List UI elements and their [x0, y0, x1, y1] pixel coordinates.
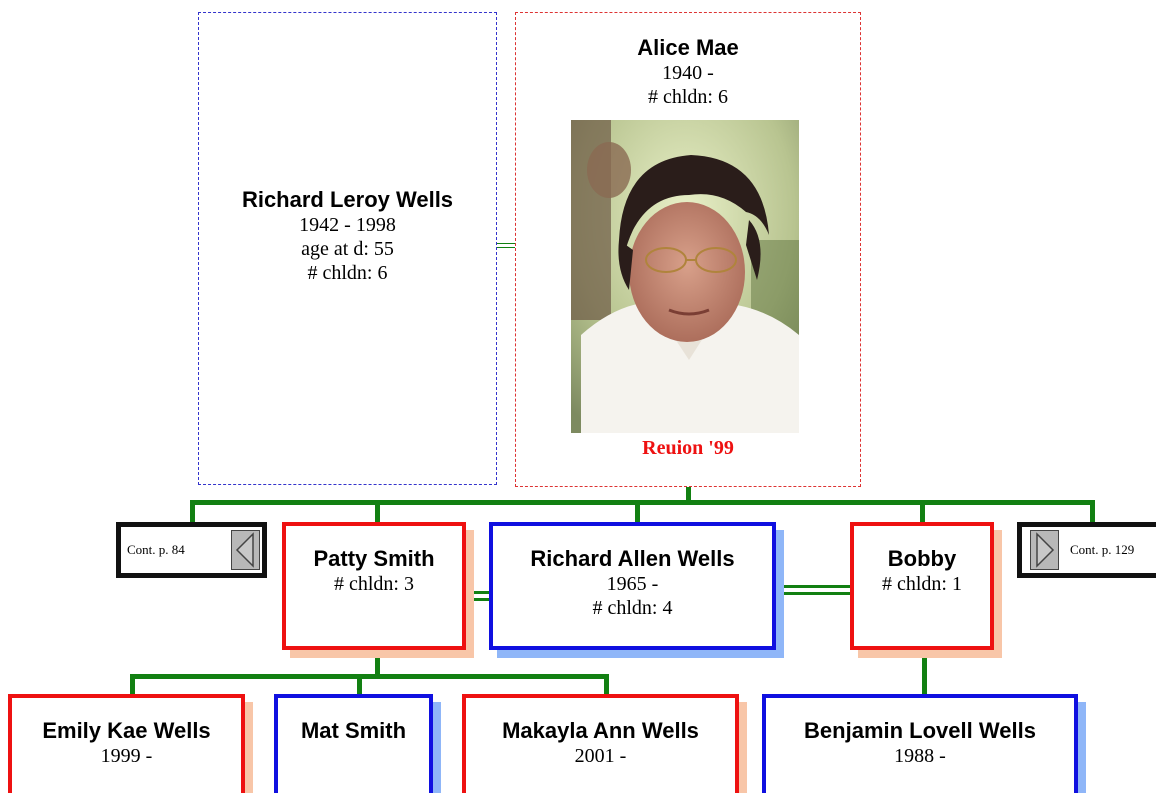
bobby-drop-line — [922, 658, 927, 696]
marriage-connector-richard-bobby — [776, 585, 852, 595]
father-box[interactable]: Richard Leroy Wells 1942 - 1998 age at d… — [198, 12, 497, 485]
parents-drop-line — [686, 487, 691, 504]
continue-left-button[interactable]: Cont. p. 84 — [116, 522, 267, 578]
left-arrow-icon[interactable] — [231, 530, 260, 570]
drop-bobby — [920, 500, 925, 524]
father-children: # chldn: 6 — [307, 262, 388, 284]
grandchild-name: Emily Kae Wells — [42, 718, 211, 743]
drop-left-cont — [190, 500, 195, 524]
child-info: # chldn: 4 — [592, 597, 673, 619]
drop-emily — [130, 674, 135, 696]
child-name: Bobby — [887, 546, 957, 571]
grandchild-name: Benjamin Lovell Wells — [804, 718, 1036, 743]
photo-caption: Reuion '99 — [642, 437, 734, 459]
marriage-connector-patty-richard — [467, 591, 491, 601]
child-box-bobby[interactable]: Bobby # chldn: 1 — [850, 522, 994, 650]
child-info: # chldn: 3 — [334, 573, 414, 595]
grandchildren-horizontal-line — [130, 674, 609, 679]
grandchild-box-emily-kae-wells[interactable]: Emily Kae Wells 1999 - — [8, 694, 245, 793]
continue-right-label: Cont. p. 129 — [1070, 542, 1135, 557]
child-name: Richard Allen Wells — [530, 546, 735, 571]
grandchild-years: 1999 - — [100, 745, 153, 767]
drop-right-cont — [1090, 500, 1095, 524]
continue-right-button[interactable]: Cont. p. 129 — [1017, 522, 1156, 578]
mother-years: 1940 - — [662, 62, 714, 84]
continue-left-label: Cont. p. 84 — [127, 542, 185, 557]
patty-drop-line — [375, 658, 380, 678]
drop-richard — [635, 500, 640, 524]
grandchild-box-makayla-ann-wells[interactable]: Makayla Ann Wells 2001 - — [462, 694, 739, 793]
grandchild-box-mat-smith[interactable]: Mat Smith — [274, 694, 433, 793]
grandchild-box-benjamin-lovell-wells[interactable]: Benjamin Lovell Wells 1988 - — [762, 694, 1078, 793]
grandchild-years: 1988 - — [894, 745, 946, 767]
mother-box[interactable]: Alice Mae 1940 - # chldn: 6 — [515, 12, 861, 487]
right-arrow-icon[interactable] — [1030, 530, 1059, 570]
father-years: 1942 - 1998 — [299, 214, 396, 236]
mother-name: Alice Mae — [637, 35, 739, 60]
child-info: # chldn: 1 — [882, 573, 962, 595]
grandchild-name: Mat Smith — [300, 718, 407, 743]
child-box-richard-allen-wells[interactable]: Richard Allen Wells 1965 - # chldn: 4 — [489, 522, 776, 650]
children-horizontal-line — [190, 500, 1095, 505]
drop-makayla — [604, 674, 609, 696]
drop-mat — [357, 674, 362, 696]
grandchild-name: Makayla Ann Wells — [502, 718, 699, 743]
mother-photo — [571, 120, 799, 433]
child-years: 1965 - — [606, 573, 659, 595]
mother-children: # chldn: 6 — [648, 86, 728, 108]
father-age: age at d: 55 — [301, 238, 394, 260]
drop-patty — [375, 500, 380, 524]
grandchild-years: 2001 - — [574, 745, 627, 767]
child-box-patty-smith[interactable]: Patty Smith # chldn: 3 — [282, 522, 466, 650]
father-name: Richard Leroy Wells — [241, 187, 454, 212]
child-name: Patty Smith — [313, 546, 435, 571]
parents-marriage-connector — [497, 243, 515, 248]
